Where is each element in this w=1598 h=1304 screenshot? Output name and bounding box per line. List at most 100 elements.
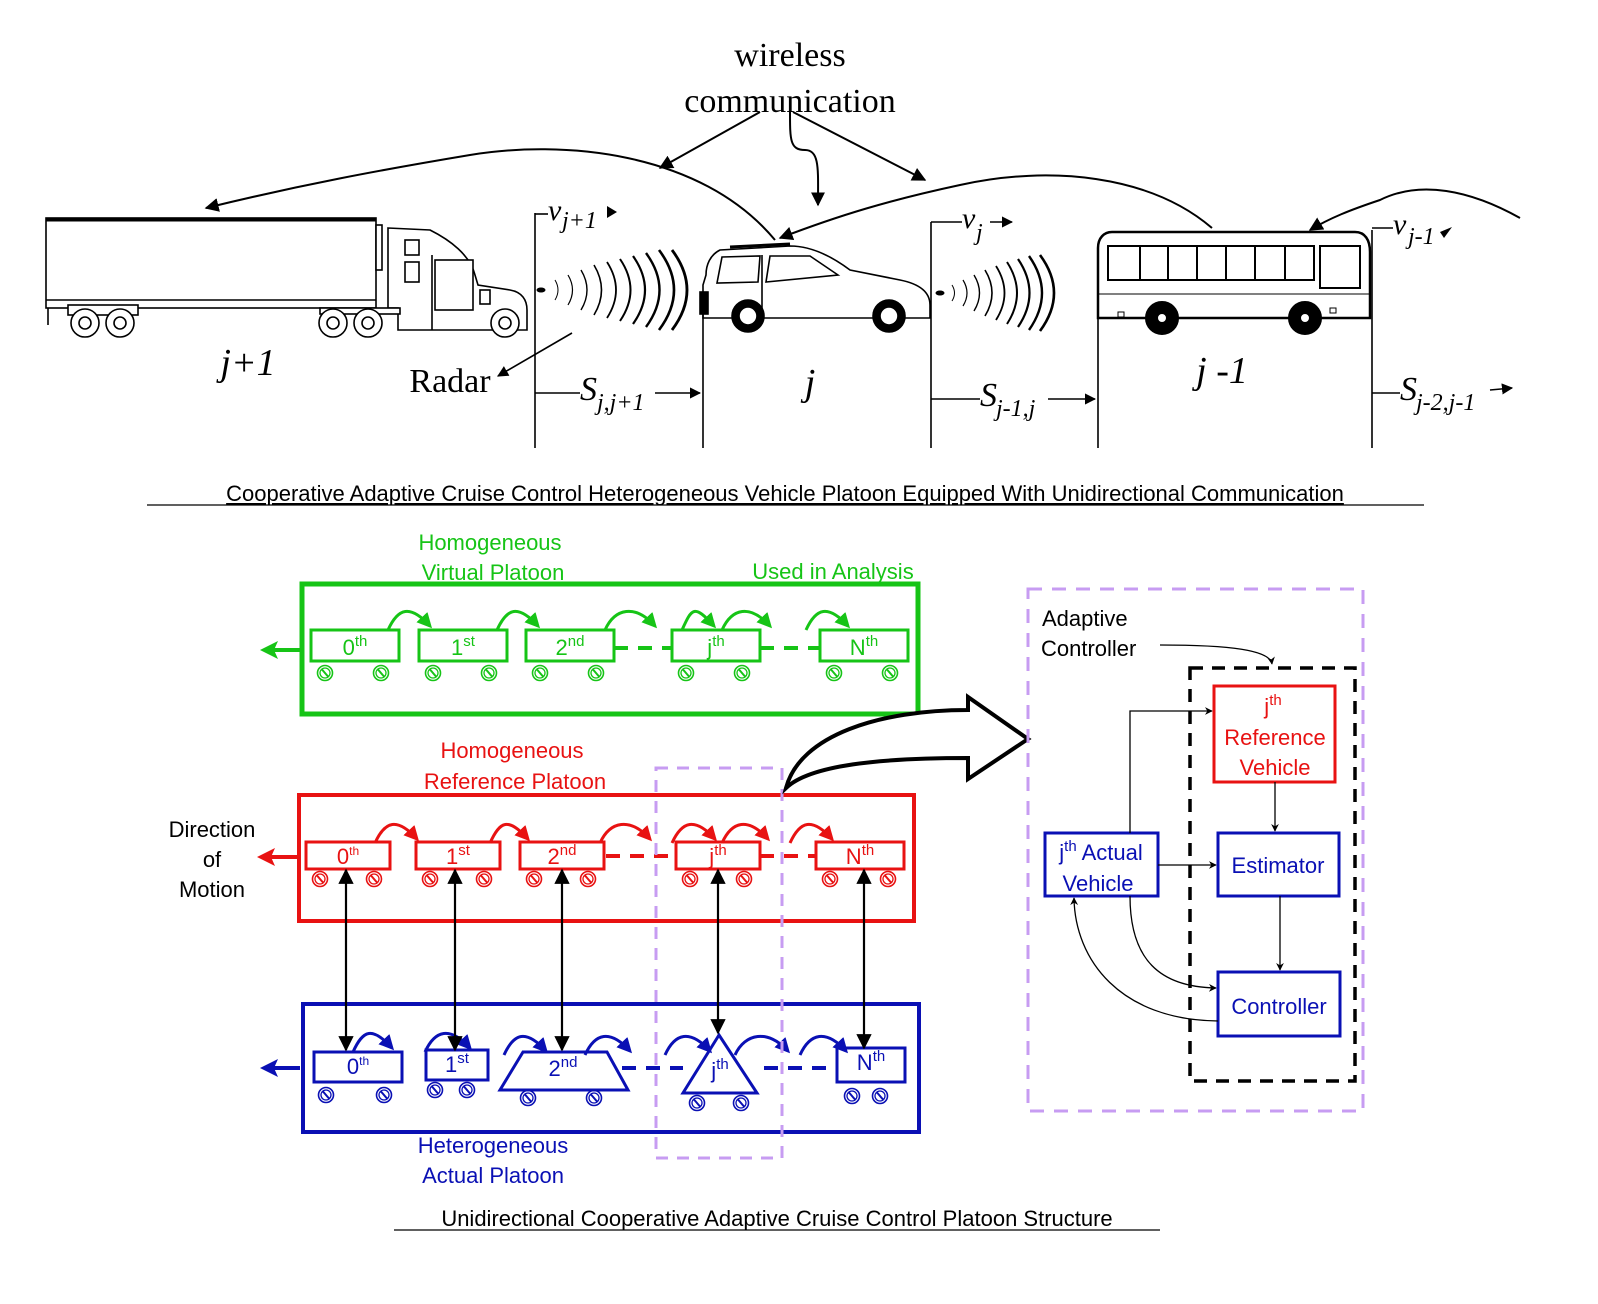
comm-arc-j1-to-j [778,174,1213,241]
speed-v-j: v j [931,202,1014,246]
wheel-icon [365,870,383,888]
adaptive-controller-label-line2: Controller [1041,636,1136,661]
platoon-structure: Homogeneous Virtual Platoon Used in Anal… [169,530,1160,1231]
spacing-s-j-minus-2-j-minus-1: S j-2,j-1 [1372,371,1514,416]
wheel-icon [681,870,699,888]
actual-vehicle-rect-small: Nth [835,1046,907,1105]
bus-vehicle [1096,230,1372,335]
svg-text:j: j [973,220,983,246]
vehicle-index-label: 2nd [548,842,577,869]
virtual-vehicle: 0th [309,628,401,682]
svg-text:v: v [962,202,976,235]
communication-hop-arrow [488,823,531,844]
wheel-icon [375,1086,393,1104]
vehicle-index-label: 0th [343,633,368,660]
controller-inner-frame [1188,666,1357,1083]
vehicle-index-label: 2nd [549,1054,578,1081]
spacing-s-j-j-plus-1: S j,j+1 [535,371,702,416]
reference-vehicle: jth [674,840,762,888]
communication-hop-arrow [663,1034,713,1056]
actual-title-line1: Heterogeneous [418,1133,568,1158]
wheel-icon [475,870,493,888]
reference-vehicle: 1st [414,840,502,888]
communication-hop-arrow [804,609,851,631]
adaptive-controller-pointer [1159,644,1275,665]
wheel-icon [579,870,597,888]
radar-waves-2 [935,254,1056,332]
vehicle-label-j-plus-1: j+1 [215,342,275,384]
vehicle-index-label: jth [710,1056,728,1083]
comm-arc-j2-to-j1 [1308,188,1521,231]
virtual-platoon: Homogeneous Virtual Platoon Used in Anal… [260,530,921,717]
svg-text:S: S [1400,371,1417,408]
reference-vehicle-block: jth Reference Vehicle [1212,684,1337,784]
vehicle-index-label: 0th [347,1054,369,1079]
actual-vehicle-trapezoid: 2nd [497,1050,631,1107]
vehicle-label-j: j [800,362,816,404]
wheel-icon [311,870,329,888]
comm-arc-j-to-j1 [204,148,776,241]
communication-hop-arrow [351,1032,395,1053]
adaptive-controller-label-line1: Adaptive [1042,606,1128,631]
communication-hop-arrow [720,822,771,844]
vehicle-index-label: 1st [446,842,471,869]
speed-v-j-plus-1: v j+1 [535,194,617,234]
wireless-pointer-mid [789,111,826,207]
svg-text:v: v [548,194,562,227]
actual-vehicle-triangle: jth [680,1032,760,1112]
virtual-title-line2: Virtual Platoon [422,560,565,585]
wheel-icon [825,664,843,682]
communication-hop-arrow [680,610,717,631]
actual-vehicle-rect: 0th [312,1050,404,1104]
reference-vehicle: 2nd [518,840,606,888]
wheel-icon [480,664,498,682]
svg-text:Controller: Controller [1231,994,1326,1019]
spacing-s-j-minus-1-j: S j-1,j [931,377,1097,422]
wheel-icon [735,870,753,888]
wheel-icon [424,664,442,682]
communication-hop-arrow [603,609,658,631]
wheel-icon [587,664,605,682]
vehicle-index-label: 1st [445,1050,470,1077]
wheel-icon [585,1089,603,1107]
svg-text:Reference: Reference [1224,725,1326,750]
virtual-vehicle: jth [670,628,762,682]
communication-hop-arrow [386,609,433,631]
actual-to-reference-arrow [1129,707,1213,833]
wireless-pointer-left [658,111,761,169]
vehicle-index-label: Nth [857,1048,885,1075]
wheel-icon [821,870,839,888]
wireless-label-line1: wireless [734,37,845,74]
jth-vehicle-selection [654,766,784,1160]
top-scene: wireless communication [45,37,1521,506]
communication-hop-arrow [423,1031,473,1053]
radar-waves-1 [536,249,689,331]
virtual-vehicle: 2nd [524,628,616,682]
communication-hop-arrow [733,1034,791,1056]
direction-arrowhead-icon [260,1059,278,1077]
wheel-icon [733,664,751,682]
wheel-icon [317,1086,335,1104]
virtual-title-line1: Homogeneous [418,530,561,555]
wheel-icon [871,1087,889,1105]
reference-platoon-frame [297,793,916,923]
virtual-vehicle: Nth [818,628,910,682]
vehicle-index-label: 0th [337,844,359,869]
speed-v-j-minus-1: v j-1 [1372,208,1452,250]
actual-platoon-frame [301,1002,921,1134]
suv-vehicle [699,242,931,333]
svg-text:j-2,j-1: j-2,j-1 [1413,390,1475,416]
communication-hop-arrow [670,822,718,844]
vehicle-label-j-minus-1: j -1 [1191,350,1248,392]
wheel-icon [316,664,334,682]
reference-vehicle: 0th [304,840,392,888]
communication-hop-arrow [598,822,653,844]
communication-hop-arrow [798,1034,849,1056]
wheel-icon [519,1089,537,1107]
radar-label: Radar [409,363,491,400]
svg-text:S: S [980,377,997,414]
used-in-analysis-label: Used in Analysis [752,559,913,584]
controller-to-actual-arrow [1070,897,1219,1022]
svg-text:j-1,j: j-1,j [993,396,1036,422]
wheel-icon [879,870,897,888]
